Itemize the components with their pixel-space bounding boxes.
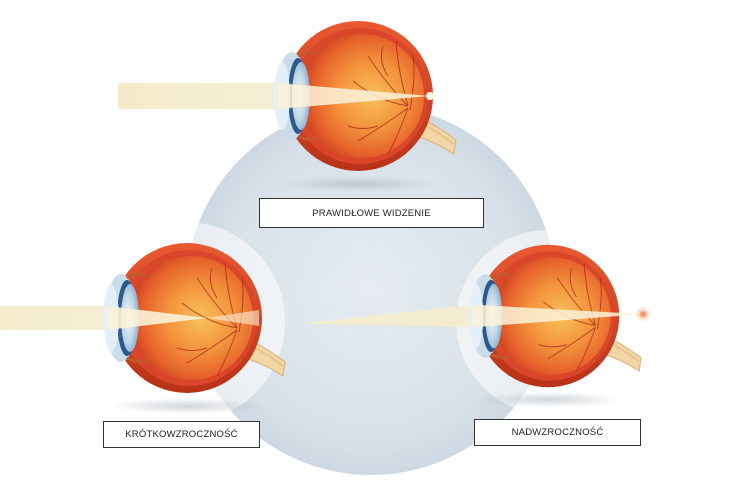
label-hyperopia: NADWZROCZNOŚĆ	[474, 419, 641, 446]
eye-hyperopia-icon	[301, 243, 651, 409]
eye-normal-icon	[118, 19, 458, 194]
background-circle	[186, 105, 556, 475]
label-myopia: KRÓTKOWZROCZNOŚĆ	[103, 421, 260, 448]
eye-myopia-icon	[0, 241, 287, 416]
label-normal-vision: PRAWIDŁOWE WIDZENIE	[259, 198, 484, 228]
